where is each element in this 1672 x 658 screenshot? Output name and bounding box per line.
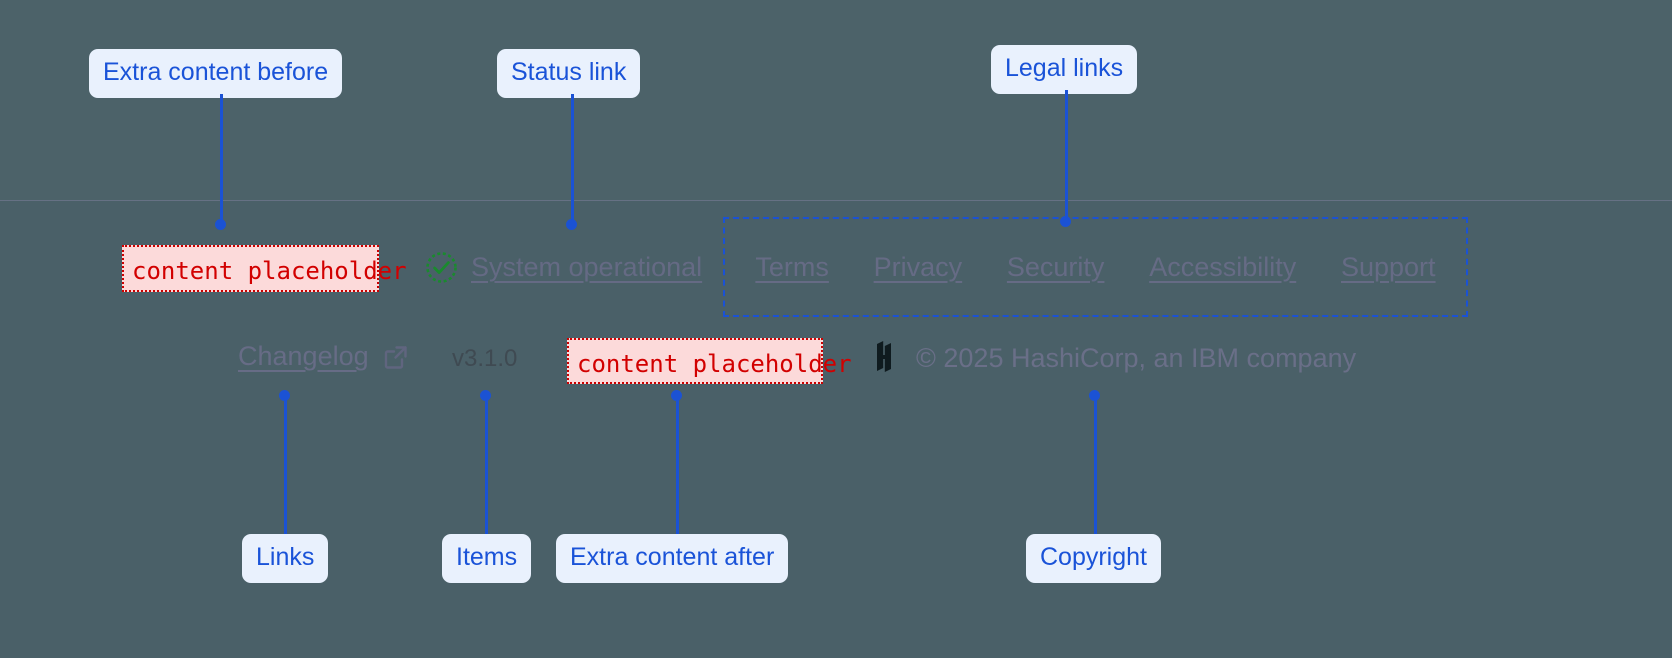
extra-content-before-placeholder: content placeholder: [122, 245, 407, 292]
background-band-top: [0, 0, 1672, 200]
status-link-label: System operational: [471, 252, 703, 282]
annotation-chip-copyright: Copyright: [1026, 534, 1161, 583]
annotation-chip-extra-content-after: Extra content after: [556, 534, 789, 583]
leader-line-copyright: [1094, 396, 1097, 534]
changelog-link[interactable]: Changelog: [238, 341, 410, 372]
legal-link-terms[interactable]: Terms: [755, 251, 829, 282]
copyright-text: © 2025 HashiCorp, an IBM company: [916, 342, 1357, 373]
extra-content-after-placeholder: content placeholder: [567, 338, 852, 384]
leader-line-status-link: [571, 94, 574, 224]
leader-dot-status-link: [566, 219, 577, 230]
footer-top-divider: [0, 200, 1672, 201]
leader-dot-items: [480, 390, 491, 401]
hashicorp-logo: [868, 341, 900, 375]
annotation-chip-links: Links: [242, 534, 329, 583]
leader-line-items: [485, 396, 488, 534]
legal-link-accessibility[interactable]: Accessibility: [1149, 251, 1297, 282]
annotation-chip-legal-links: Legal links: [991, 45, 1138, 94]
legal-links-highlight-box: [723, 217, 1468, 317]
annotation-chip-extra-content-before: Extra content before: [89, 49, 343, 98]
external-link-icon: [382, 343, 410, 371]
legal-link-security[interactable]: Security: [1006, 251, 1105, 282]
copyright-block: © 2025 HashiCorp, an IBM company: [868, 341, 1356, 375]
annotation-chip-items: Items: [442, 534, 532, 583]
leader-line-extra-content-after: [676, 396, 679, 534]
leader-line-links: [284, 396, 287, 534]
leader-dot-links: [279, 390, 290, 401]
status-link[interactable]: System operational: [425, 251, 702, 284]
legal-link-privacy[interactable]: Privacy: [873, 251, 963, 282]
leader-dot-extra-content-before: [215, 219, 226, 230]
legal-links-group: Terms Privacy Security Accessibility Sup…: [723, 217, 1468, 317]
annotation-chip-status-link: Status link: [497, 49, 641, 98]
leader-line-extra-content-before: [220, 94, 223, 224]
leader-dot-copyright: [1089, 390, 1100, 401]
leader-dot-extra-content-after: [671, 390, 682, 401]
legal-link-support[interactable]: Support: [1340, 251, 1436, 282]
leader-dot-legal-links: [1060, 216, 1071, 227]
check-circle-icon: [425, 251, 458, 284]
leader-line-legal-links: [1065, 90, 1068, 221]
version-label: v3.1.0: [452, 345, 518, 372]
changelog-link-label: Changelog: [238, 341, 369, 371]
